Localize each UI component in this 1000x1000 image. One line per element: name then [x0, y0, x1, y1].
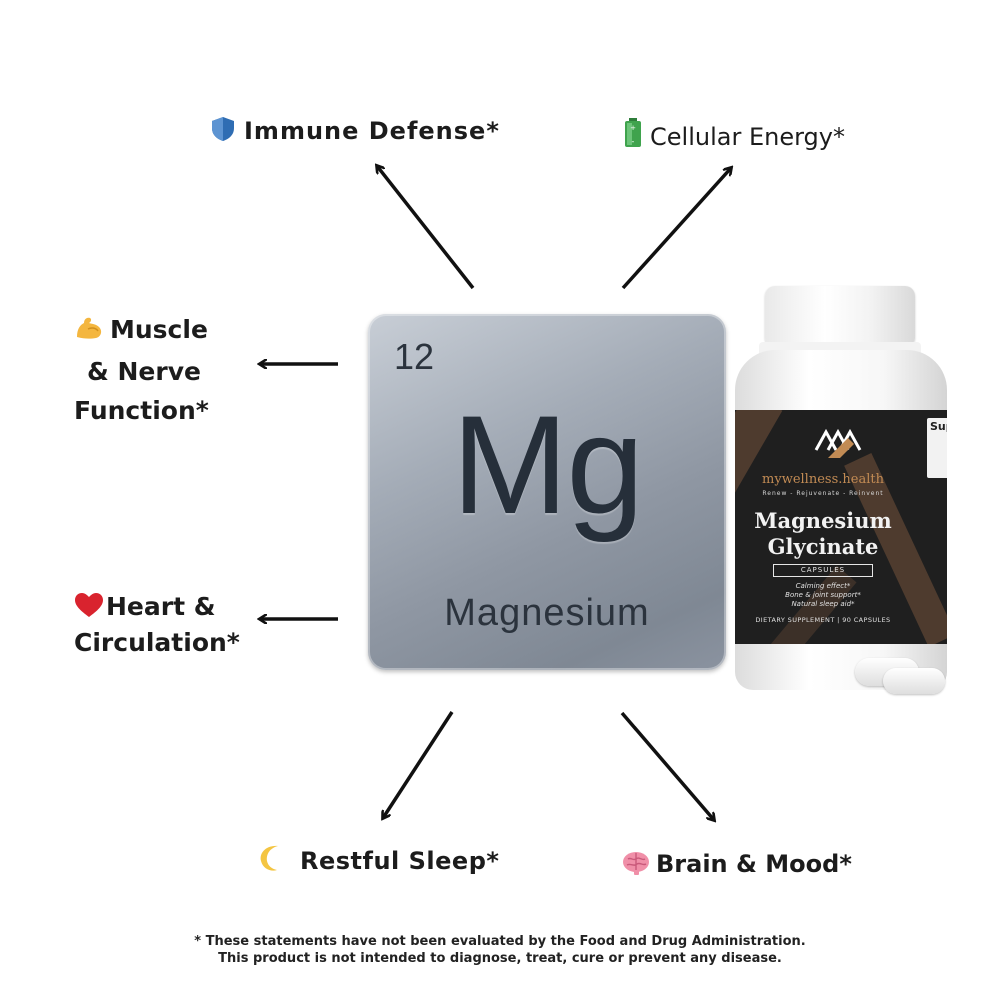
- product-benefit: Natural sleep aid*: [791, 600, 855, 608]
- element-name: Magnesium: [444, 592, 650, 634]
- brand-name: mywellness.health: [762, 472, 884, 487]
- benefit-muscle-line1: Muscle: [110, 315, 208, 344]
- atomic-number: 12: [394, 336, 435, 377]
- benefit-muscle-line3: Function*: [74, 396, 209, 425]
- arrow-sleep: [383, 711, 454, 818]
- arrow-brain: [620, 711, 714, 820]
- benefit-brain: Brain & Mood*: [622, 850, 852, 882]
- product-form: CAPSULES: [773, 564, 873, 577]
- benefit-heart: Heart & Circulation*: [74, 590, 240, 659]
- fda-disclaimer: * These statements have not been evaluat…: [0, 933, 1000, 967]
- bottle-cap: [765, 286, 915, 344]
- benefit-heart-line2: Circulation*: [74, 628, 240, 657]
- svg-text:-: -: [632, 137, 635, 146]
- shield-icon: [210, 116, 236, 149]
- arrow-immune: [377, 166, 475, 290]
- bottle-label: mywellness.health Renew - Rejuvenate - R…: [735, 410, 947, 644]
- benefit-muscle-line2: & Nerve: [87, 357, 201, 386]
- panel-heading: Sup: [930, 420, 947, 433]
- benefit-sleep: Restful Sleep*: [258, 844, 499, 879]
- supplement-bottle: mywellness.health Renew - Rejuvenate - R…: [733, 286, 949, 694]
- product-footer: DIETARY SUPPLEMENT | 90 CAPSULES: [755, 616, 891, 624]
- disclaimer-line1: * These statements have not been evaluat…: [194, 934, 806, 949]
- brand-tagline: Renew - Rejuvenate - Reinvent: [762, 490, 884, 497]
- crescent-moon-icon: [258, 844, 286, 879]
- benefit-immune-label: Immune Defense*: [244, 117, 500, 145]
- benefit-sleep-label: Restful Sleep*: [300, 847, 500, 875]
- magnesium-element-tile: 12 Mg Magnesium: [368, 314, 726, 670]
- arrow-energy: [621, 168, 731, 290]
- benefit-brain-label: Brain & Mood*: [656, 850, 852, 878]
- benefit-energy-label: Cellular Energy*: [650, 123, 845, 151]
- benefit-muscle: Muscle & Nerve Function*: [74, 310, 209, 430]
- product-benefit: Bone & joint support*: [785, 591, 861, 599]
- benefit-immune: Immune Defense*: [210, 116, 500, 149]
- product-benefit: Calming effect*: [795, 582, 851, 590]
- heart-icon: [74, 592, 104, 626]
- svg-text:+: +: [630, 124, 636, 132]
- benefit-energy: +- Cellular Energy*: [624, 118, 845, 155]
- supplement-facts-panel: Sup: [927, 418, 947, 478]
- disclaimer-line2: This product is not intended to diagnose…: [218, 951, 782, 966]
- flexed-biceps-icon: [74, 313, 104, 352]
- brain-icon: [622, 851, 650, 882]
- product-name-line2: Glycinate: [767, 534, 879, 559]
- element-symbol: Mg: [451, 386, 644, 543]
- battery-icon: +-: [624, 118, 642, 155]
- brand-logo-icon: [814, 428, 862, 458]
- capsule: [883, 668, 945, 694]
- benefit-heart-line1: Heart &: [106, 592, 216, 621]
- product-name-line1: Magnesium: [754, 508, 892, 533]
